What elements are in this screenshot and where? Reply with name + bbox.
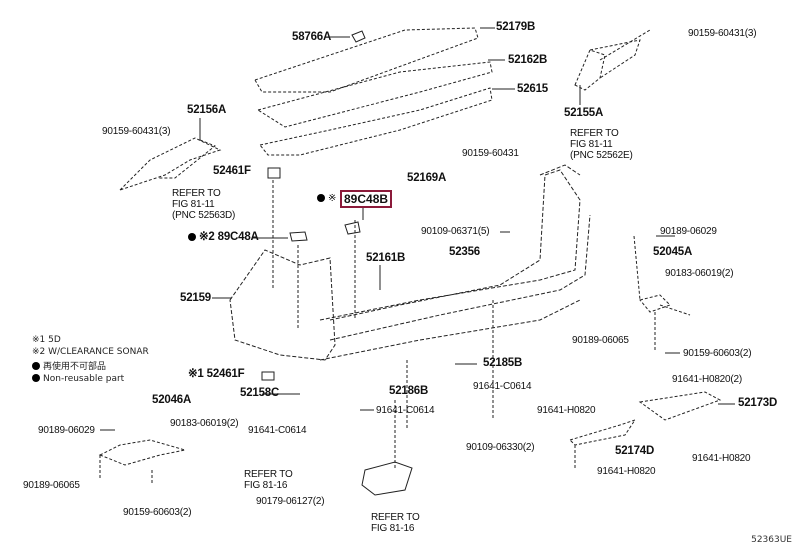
- label-52046A: 52046A: [152, 394, 192, 406]
- label-52159: 52159: [180, 292, 211, 304]
- label-refer-fig-81-16-a[interactable]: REFER TO FIG 81-16: [244, 469, 293, 491]
- label-91641-H0820-a: 91641-H0820: [537, 405, 596, 416]
- label-90109-06330-2: 90109-06330(2): [466, 442, 535, 453]
- non-reusable-dot-icon: [32, 362, 40, 370]
- strip-52179B: [254, 27, 479, 93]
- legend: ※1 5D ※2 W/CLEARANCE SONAR 再使用不可部品 Non-r…: [32, 334, 149, 385]
- label-52174D: 52174D: [615, 445, 655, 457]
- legend-note-2: ※2 W/CLEARANCE SONAR: [32, 347, 149, 357]
- label-52169A: 52169A: [407, 172, 447, 184]
- label-52186B: 52186B: [389, 385, 429, 397]
- label-89C48B-marker: ※: [317, 193, 336, 204]
- label-90189-06029-left: 90189-06029: [38, 425, 95, 436]
- label-refer-fig-81-16-b[interactable]: REFER TO FIG 81-16: [371, 512, 420, 534]
- label-refer-fig-81-11-52562E[interactable]: REFER TO FIG 81-11 (PNC 52562E): [570, 128, 633, 161]
- strip-52615: [259, 87, 493, 156]
- label-52185B: 52185B: [483, 357, 523, 369]
- bracket-52156A: [119, 137, 222, 191]
- label-91641-C0614-b: 91641-C0614: [376, 405, 435, 416]
- label-52156A: 52156A: [187, 104, 227, 116]
- clip-89C48B: [344, 221, 361, 235]
- label-90183-06019-2-left: 90183-06019(2): [170, 418, 239, 429]
- non-reusable-dot-icon: [188, 233, 196, 241]
- label-91641-H0820-b: 91641-H0820: [692, 453, 751, 464]
- label-91641-H0820-c: 91641-H0820: [597, 466, 656, 477]
- label-52356: 52356: [449, 246, 480, 258]
- label-52162B: 52162B: [508, 54, 548, 66]
- label-91641-C0614-c: 91641-C0614: [248, 425, 307, 436]
- label-52161B: 52161B: [366, 252, 406, 264]
- label-91641-C0614-a: 91641-C0614: [473, 381, 532, 392]
- label-91641-H0820-2: 91641-H0820(2): [672, 374, 743, 385]
- label-refer-fig-81-11-52563D[interactable]: REFER TO FIG 81-11 (PNC 52563D): [172, 188, 236, 221]
- label-90159-60603-2-left: 90159-60603(2): [123, 507, 192, 518]
- non-reusable-dot-icon: [317, 194, 325, 202]
- clip-52461F-lower: [261, 371, 275, 381]
- label-90183-06019-2-right: 90183-06019(2): [665, 268, 734, 279]
- label-90189-06065-left: 90189-06065: [23, 480, 80, 491]
- label-89C48A: ※2 89C48A: [188, 231, 259, 243]
- legend-note-1: ※1 5D: [32, 335, 61, 345]
- solid-leaders: [100, 27, 735, 431]
- label-90189-06065-right: 90189-06065: [572, 335, 629, 346]
- label-90159-60431-3-right: 90159-60431(3): [688, 28, 757, 39]
- leader-lines: [272, 180, 494, 470]
- upper-trim-strips: [254, 27, 493, 156]
- label-52615: 52615: [517, 83, 548, 95]
- label-52461F: 52461F: [213, 165, 251, 177]
- bracket-52045A: [633, 235, 691, 350]
- label-90159-60431-3-left: 90159-60431(3): [102, 126, 171, 137]
- label-90179-06127-2: 90179-06127(2): [256, 496, 325, 507]
- label-90109-06371-5: 90109-06371(5): [421, 226, 490, 237]
- highlighted-part-89C48B[interactable]: 89C48B: [340, 190, 393, 208]
- label-52045A: 52045A: [653, 246, 693, 258]
- label-58766A: 58766A: [292, 31, 332, 43]
- reflector-lamp: [361, 461, 413, 496]
- label-52173D: 52173D: [738, 397, 778, 409]
- brackets-52173D-52174D: [569, 391, 722, 470]
- bracket-52046A: [98, 439, 186, 485]
- clip-52461F: [267, 167, 281, 179]
- bracket-52155A: [574, 29, 651, 91]
- label-52179B: 52179B: [496, 21, 536, 33]
- non-reusable-dot-icon: [32, 374, 40, 382]
- label-90189-06029-right: 90189-06029: [660, 226, 717, 237]
- legend-en-row: Non-reusable part: [32, 373, 149, 385]
- clip-89C48A: [289, 231, 308, 242]
- strip-52162B: [256, 61, 493, 128]
- label-90159-60431: 90159-60431: [462, 148, 519, 159]
- label-52155A: 52155A: [564, 107, 604, 119]
- legend-jp-row: 再使用不可部品: [32, 361, 149, 373]
- label-52461F-lower: ※1 52461F: [188, 368, 245, 380]
- figure-code: 52363UE: [751, 535, 792, 545]
- label-52158C: 52158C: [240, 387, 280, 399]
- bumper-cover-52159: [229, 164, 591, 361]
- clip-58766A: [351, 30, 366, 43]
- label-90159-60603-2-right: 90159-60603(2): [683, 348, 752, 359]
